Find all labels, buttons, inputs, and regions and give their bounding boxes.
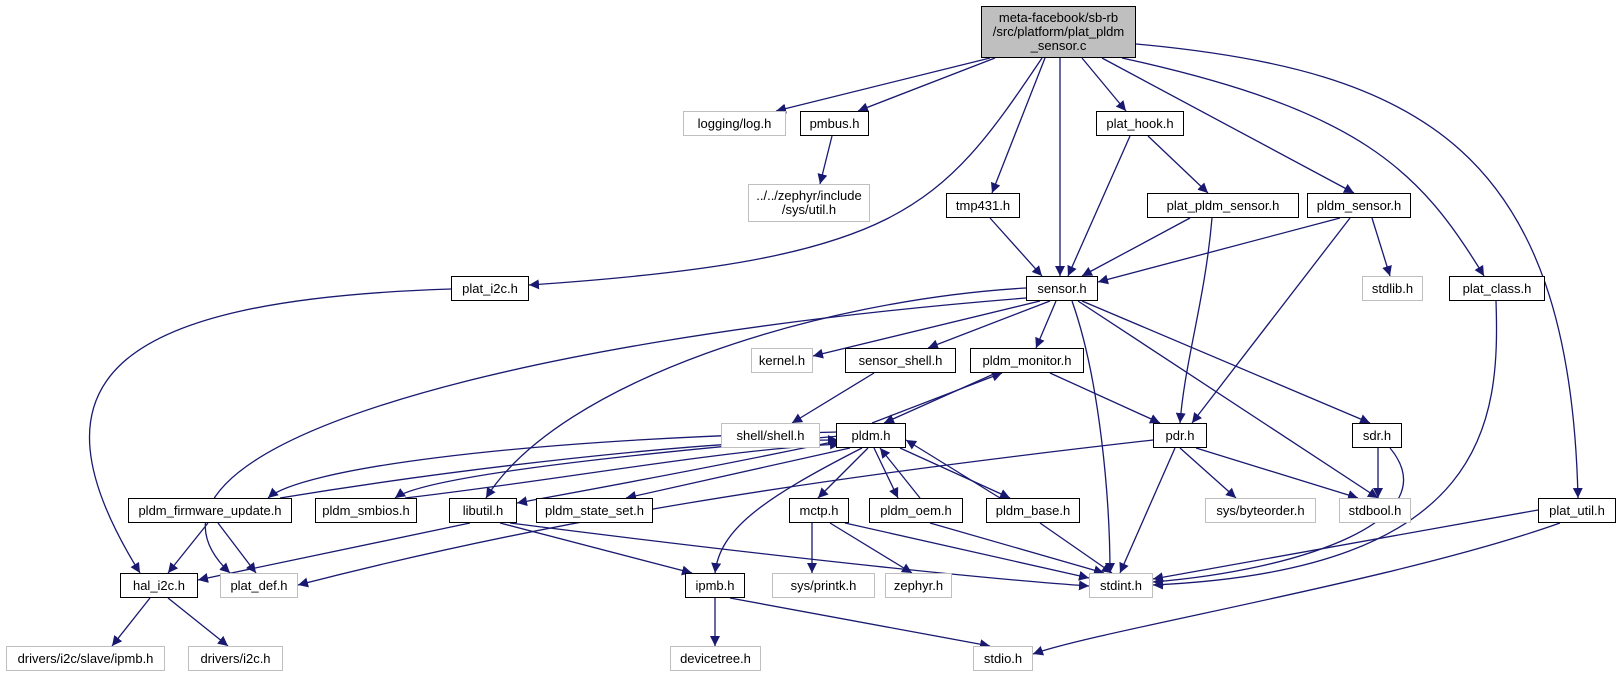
node-ipmb[interactable]: ipmb.h: [685, 573, 745, 598]
edge-pldm-to-pldm_state_set: [625, 447, 851, 501]
node-stdint: stdint.h: [1089, 573, 1153, 598]
node-pldm-smbios[interactable]: pldm_smbios.h: [315, 498, 417, 523]
node-sensor-shell[interactable]: sensor_shell.h: [845, 348, 956, 373]
node-plat-pldm-sensor-h[interactable]: plat_pldm_sensor.h: [1147, 193, 1299, 218]
node-logging-log: logging/log.h: [683, 111, 786, 136]
node-drv-i2c: drivers/i2c.h: [188, 646, 283, 671]
node-sensor[interactable]: sensor.h: [1026, 276, 1098, 301]
edge-plat_util-to-stdio: [1032, 522, 1561, 656]
edge-plat_class-to-stdint: [1152, 300, 1498, 590]
edge-root-to-pldm_sensor: [1101, 57, 1355, 194]
edge-sdr-to-stdint: [1152, 447, 1405, 587]
edge-pldm-to-pldm_fw: [267, 431, 839, 499]
node-mctp[interactable]: mctp.h: [789, 498, 849, 523]
edge-pldm_sensor-to-stdlib: [1371, 217, 1392, 277]
edge-plat_i2c-to-hal_i2c: [89, 288, 452, 574]
edge-hal_i2c-to-drv_ipmb: [111, 597, 151, 647]
edge-pldm-to-pldm_monitor: [871, 371, 1003, 424]
edge-sensor-to-sensor_shell: [927, 300, 1051, 350]
edge-sensor_shell-to-shell: [791, 372, 875, 424]
edge-libutil-to-hal_i2c: [197, 522, 471, 583]
node-printk: sys/printk.h: [772, 573, 875, 598]
edge-root-to-plat_hook: [1081, 57, 1127, 112]
edge-pldm-to-ipmb: [711, 447, 863, 574]
node-shell: shell/shell.h: [721, 423, 820, 448]
edge-pldm_oem-to-stdint: [929, 522, 1105, 576]
node-tmp431[interactable]: tmp431.h: [946, 193, 1020, 218]
node-plat-i2c[interactable]: plat_i2c.h: [451, 276, 529, 301]
edge-sensor-to-sdr: [1081, 300, 1371, 424]
node-devicetree: devicetree.h: [670, 646, 761, 671]
edge-sensor-to-kernel: [812, 300, 1041, 359]
edge-plat_pldm_sensor_h-to-sensor: [1081, 217, 1191, 277]
node-root[interactable]: meta-facebook/sb-rb /src/platform/plat_p…: [981, 6, 1136, 58]
edge-mctp-to-stdint: [844, 522, 1090, 581]
edge-pdr-to-byteorder: [1179, 447, 1237, 499]
edge-root-to-logging_log: [775, 57, 991, 114]
node-pldm-monitor[interactable]: pldm_monitor.h: [970, 348, 1084, 373]
edge-root-to-plat_i2c: [528, 57, 1043, 290]
edge-pmbus-to-zephyr_util: [817, 135, 833, 185]
edge-pldm_base-to-stdint: [1039, 522, 1113, 574]
node-pldm-state-set[interactable]: pldm_state_set.h: [536, 498, 653, 523]
node-plat-class[interactable]: plat_class.h: [1449, 276, 1545, 301]
edge-pldm_fw-to-plat_def: [217, 522, 257, 574]
edge-plat_util-to-stdint: [1152, 509, 1539, 583]
node-pldm-oem[interactable]: pldm_oem.h: [869, 498, 963, 523]
node-libutil[interactable]: libutil.h: [449, 498, 517, 523]
edge-pldm_monitor-to-pdr: [1049, 372, 1161, 424]
edge-libutil-to-ipmb: [499, 522, 693, 576]
node-drv-ipmb: drivers/i2c/slave/ipmb.h: [6, 646, 165, 671]
node-plat-def: plat_def.h: [220, 573, 298, 598]
node-hal-i2c[interactable]: hal_i2c.h: [120, 573, 198, 598]
edge-plat_hook-to-sensor: [1067, 135, 1131, 277]
edge-sensor-to-libutil: [485, 287, 1027, 499]
edge-libutil-to-stdint: [509, 522, 1090, 591]
edge-plat_hook-to-plat_pldm_sensor_h: [1147, 135, 1209, 194]
edge-sensor-to-stdbool: [1077, 300, 1379, 499]
edge-hal_i2c-to-drv_i2c: [167, 597, 229, 647]
node-pdr[interactable]: pdr.h: [1153, 423, 1207, 448]
node-zephyr-util: ../../zephyr/include /sys/util.h: [748, 184, 870, 222]
edge-pdr-to-plat_def: [297, 439, 1154, 588]
edge-plat_pldm_sensor_h-to-pdr: [1175, 217, 1213, 424]
node-pldm-fw[interactable]: pldm_firmware_update.h: [128, 498, 292, 523]
edge-tmp431-to-sensor: [989, 217, 1043, 277]
edge-sensor-to-stdint: [1071, 300, 1115, 574]
node-pldm[interactable]: pldm.h: [836, 423, 906, 448]
edge-pldm-to-pldm_base: [899, 447, 1011, 499]
node-zephyr-h: zephyr.h: [885, 573, 952, 598]
edge-pldm_monitor-to-pldm: [883, 372, 997, 424]
edge-sensor-to-pldm_monitor: [1035, 300, 1057, 349]
edge-pdr-to-stdbool: [1195, 447, 1359, 500]
edge-pldm_sensor-to-pdr: [1191, 217, 1351, 424]
node-plat-util[interactable]: plat_util.h: [1538, 498, 1616, 523]
edge-pldm_sensor-to-sensor: [1097, 217, 1341, 285]
node-byteorder: sys/byteorder.h: [1205, 498, 1316, 523]
node-pldm-base[interactable]: pldm_base.h: [986, 498, 1080, 523]
node-stdbool: stdbool.h: [1339, 498, 1411, 523]
node-kernel: kernel.h: [751, 348, 813, 373]
node-stdlib: stdlib.h: [1362, 276, 1423, 301]
edge-pdr-to-stdint: [1119, 447, 1176, 574]
edge-pldm-to-mctp: [817, 447, 869, 499]
edge-root-to-plat_util: [1135, 43, 1583, 499]
edge-root-to-tmp431: [991, 57, 1046, 194]
edge-root-to-pmbus: [857, 57, 996, 113]
node-stdio: stdio.h: [973, 646, 1033, 671]
node-plat-hook[interactable]: plat_hook.h: [1096, 111, 1184, 136]
node-sdr[interactable]: sdr.h: [1352, 423, 1402, 448]
node-pldm-sensor[interactable]: pldm_sensor.h: [1307, 193, 1411, 218]
edge-mctp-to-zephyr_h: [829, 522, 913, 574]
edge-pldm-to-libutil: [516, 439, 843, 507]
edge-ipmb-to-stdio: [729, 597, 991, 650]
edge-pldm_fw-to-hal_i2c: [167, 522, 209, 574]
edge-pldm_base-to-pldm: [905, 439, 1001, 499]
node-pmbus[interactable]: pmbus.h: [800, 111, 869, 136]
edge-root-to-plat_class: [1121, 57, 1485, 277]
edge-pldm_oem-to-pldm: [879, 447, 921, 499]
